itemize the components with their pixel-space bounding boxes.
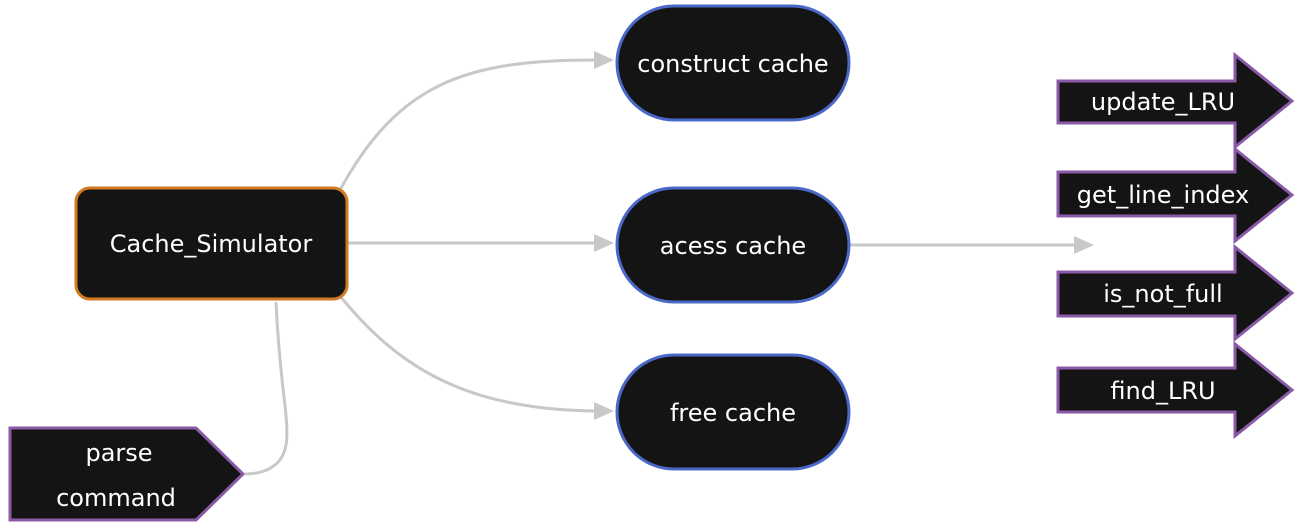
node-cache-simulator-shape <box>74 186 349 301</box>
node-is-not-full[interactable]: is_not_full <box>1056 243 1295 343</box>
node-construct-cache[interactable]: construct cache <box>615 4 851 122</box>
edges <box>244 51 1094 476</box>
node-find-lru-label: find_LRU <box>1110 377 1215 405</box>
node-access-cache-shape <box>615 186 851 304</box>
arrowhead-helpers <box>1074 236 1094 254</box>
node-update-lru-shape <box>1056 51 1295 151</box>
node-access-cache[interactable]: acess cache <box>615 186 851 304</box>
node-access-cache-label: acess cache <box>660 232 806 260</box>
node-parse-command[interactable]: parse command <box>8 426 246 522</box>
node-parse-command-label-line2: command <box>56 484 176 512</box>
node-find-lru-shape <box>1056 340 1295 440</box>
node-get-line-index-label: get_line_index <box>1077 181 1249 209</box>
node-construct-cache-label: construct cache <box>637 50 828 78</box>
node-parse-command-label-line1: parse <box>85 439 152 467</box>
node-is-not-full-shape <box>1056 243 1295 343</box>
edge-root-to-free <box>338 295 597 413</box>
node-cache-simulator-label: Cache_Simulator <box>110 230 313 258</box>
arrowhead-free <box>594 402 614 420</box>
node-update-lru-label: update_LRU <box>1091 88 1235 116</box>
node-find-lru[interactable]: find_LRU <box>1056 340 1295 440</box>
node-update-lru[interactable]: update_LRU <box>1056 51 1295 151</box>
node-get-line-index[interactable]: get_line_index <box>1056 145 1295 245</box>
edge-root-to-construct <box>338 58 597 191</box>
arrowhead-construct <box>594 51 614 69</box>
node-free-cache[interactable]: free cache <box>615 353 851 471</box>
node-cache-simulator[interactable]: Cache_Simulator <box>74 186 349 301</box>
edge-root-to-parse <box>244 301 289 476</box>
node-parse-command-shape <box>8 426 246 522</box>
node-construct-cache-shape <box>615 4 851 122</box>
node-is-not-full-label: is_not_full <box>1103 280 1222 308</box>
node-free-cache-shape <box>615 353 851 471</box>
node-free-cache-label: free cache <box>670 399 796 427</box>
node-get-line-index-shape <box>1056 145 1295 245</box>
arrowhead-access <box>594 234 614 252</box>
